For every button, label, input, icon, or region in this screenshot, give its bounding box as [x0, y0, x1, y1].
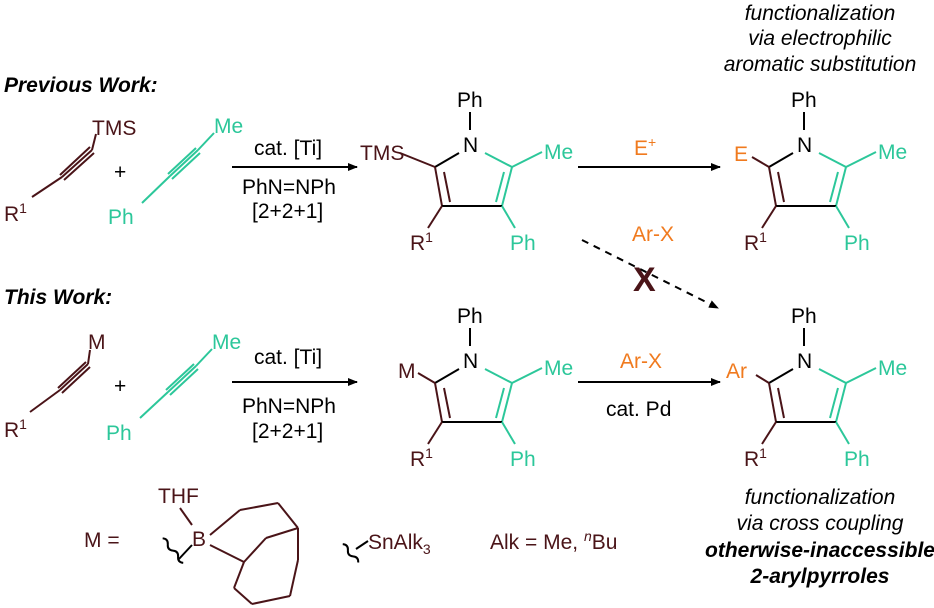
reagent-electrophile: E+: [634, 134, 656, 160]
alkyne-metal: M R1: [4, 331, 106, 442]
ph-sub-label: Ph: [844, 448, 870, 471]
me-sub-label: Me: [544, 141, 573, 164]
reagent-cycloaddition: [2+2+1]: [252, 200, 323, 223]
reagent-cat-ti: cat. [Ti]: [254, 346, 322, 369]
boron-label: B: [192, 528, 206, 551]
pyrrole-tms: Ph N TMS Me R1 Ph: [360, 89, 573, 255]
n-label: N: [797, 350, 812, 373]
m-sub-label: M: [398, 360, 416, 383]
pyrrole-aryl: Ph N Ar Me R1 Ph: [726, 305, 907, 471]
r1-label: R1: [4, 200, 27, 226]
plus-sign: +: [114, 375, 126, 398]
note-eas-line1: functionalization: [745, 2, 896, 25]
note-cc-line3: otherwise-inaccessible: [705, 539, 934, 562]
ph-sub-label: Ph: [844, 232, 870, 255]
e-sub-label: E: [734, 143, 748, 166]
ph-sub-label: Ph: [510, 232, 536, 255]
ar-sub-label: Ar: [726, 360, 747, 383]
tms-label: TMS: [92, 117, 136, 140]
bbn-thf-structure: THF B: [158, 485, 299, 605]
reagent-cycloaddition: [2+2+1]: [252, 420, 323, 443]
note-eas-line3: aromatic substitution: [724, 53, 917, 76]
n-label: N: [797, 134, 812, 157]
note-cc-line1: functionalization: [745, 486, 896, 509]
tms-sub-label: TMS: [360, 142, 404, 165]
thf-label: THF: [158, 485, 199, 508]
alkyne-tms: TMS R1: [4, 117, 136, 226]
n-label: N: [463, 350, 478, 373]
alk-definition: Alk = Me, nBu: [490, 528, 617, 554]
ph-n-label: Ph: [791, 305, 817, 328]
me-sub-label: Me: [878, 357, 907, 380]
pyrrole-electrophile: Ph N E Me R1 Ph: [734, 89, 907, 255]
r1-sub-label: R1: [744, 445, 767, 471]
alkyne-phenyl-methyl: Me Ph: [106, 331, 241, 445]
header-this-work: This Work:: [4, 286, 112, 309]
reagent-cat-pd: cat. Pd: [606, 398, 671, 421]
r1-label: R1: [4, 416, 27, 442]
me-label: Me: [212, 331, 241, 354]
ph-n-label: Ph: [457, 89, 483, 112]
snalk-label: SnAlk3: [368, 531, 431, 557]
attachment-squiggle: [162, 537, 184, 564]
pyrrole-metal: Ph N M Me R1 Ph: [398, 305, 573, 471]
ph-sub-label: Ph: [510, 448, 536, 471]
r1-sub-label: R1: [410, 445, 433, 471]
n-label: N: [463, 134, 478, 157]
reagent-arx-blocked: Ar-X: [632, 223, 674, 246]
me-label: Me: [214, 115, 243, 138]
note-cc-line2: via cross coupling: [737, 512, 904, 535]
reagent-cat-ti: cat. [Ti]: [254, 137, 322, 160]
plus-sign: +: [114, 161, 126, 184]
reagent-azobenzene: PhN=NPh: [242, 176, 336, 199]
ph-label: Ph: [106, 422, 132, 445]
blocked-x-mark: X: [633, 261, 656, 299]
ph-label: Ph: [108, 206, 134, 229]
note-eas-line2: via electrophilic: [748, 27, 892, 50]
legend-m-equals: M =: [84, 529, 120, 552]
header-previous-work: Previous Work:: [4, 74, 158, 97]
reagent-azobenzene: PhN=NPh: [242, 395, 336, 418]
me-sub-label: Me: [544, 357, 573, 380]
r1-sub-label: R1: [744, 229, 767, 255]
reagent-arx: Ar-X: [620, 350, 662, 373]
m-label: M: [88, 331, 106, 354]
alkyne-phenyl-methyl: Me Ph: [108, 115, 243, 229]
me-sub-label: Me: [878, 141, 907, 164]
attachment-squiggle: [342, 543, 360, 563]
ph-n-label: Ph: [457, 305, 483, 328]
r1-sub-label: R1: [410, 229, 433, 255]
tin-substituent: SnAlk3: [342, 531, 431, 563]
note-cc-line4: 2-arylpyrroles: [750, 565, 890, 588]
ph-n-label: Ph: [791, 89, 817, 112]
